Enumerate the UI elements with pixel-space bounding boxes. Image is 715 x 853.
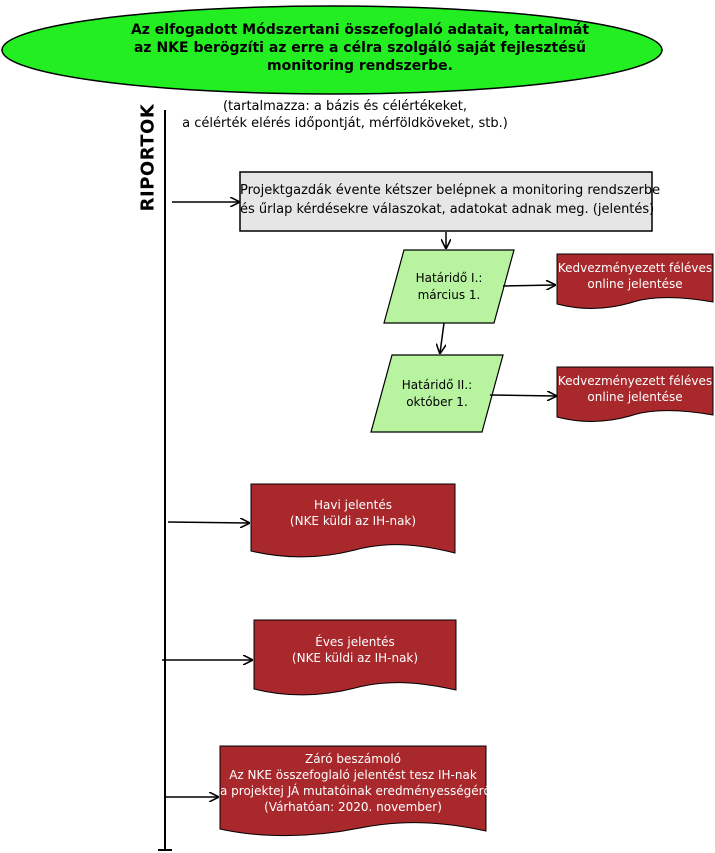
report-1-line-2: online jelentése [587, 277, 683, 291]
arrow-deadline1-to-report1 [502, 285, 555, 286]
annual-report-text: Éves jelentés (NKE küldi az IH-nak) [254, 634, 456, 666]
final-report-text: Záró beszámoló Az NKE összefoglaló jelen… [220, 751, 495, 815]
monthly-line-1: Havi jelentés [313, 498, 392, 512]
annual-line-1: Éves jelentés [315, 635, 395, 649]
process-box-text: Projektgazdák évente kétszer belépnek a … [240, 181, 661, 219]
final-line-2: Az NKE összefoglaló jelentést tesz IH-na… [229, 768, 477, 782]
header-text: Az elfogadott Módszertani összefoglaló a… [40, 21, 680, 75]
deadline-2-line-2: október 1. [406, 395, 468, 409]
final-line-3: a projektej JÁ mutatóinak eredményességé… [220, 784, 495, 798]
process-box [239, 171, 653, 232]
annual-line-2: (NKE küldi az IH-nak) [291, 651, 419, 665]
deadline-1-line-1: Határidő I.: [415, 271, 483, 285]
report-2-line-2: online jelentése [587, 390, 683, 404]
arrow-to-monthly [167, 522, 249, 523]
arrow-deadline1-to-deadline2 [440, 322, 444, 353]
note-line-1: (tartalmazza: a bázis és célértékeket, [222, 99, 468, 114]
deadline-1-text: Határidő I.: március 1. [379, 270, 519, 304]
deadline-2-shape [370, 354, 504, 433]
monthly-report-text: Havi jelentés (NKE küldi az IH-nak) [251, 497, 455, 529]
deadline-2-text: Határidő II.: október 1. [367, 377, 507, 411]
report-2-line-1: Kedvezményezett féléves [557, 374, 713, 388]
arrow-deadline2-to-report2 [489, 395, 556, 396]
monthly-line-2: (NKE küldi az IH-nak) [289, 514, 417, 528]
final-report-shape [219, 745, 487, 837]
header-line-2: az NKE berögzíti az erre a célra szolgál… [133, 40, 587, 56]
header-line-1: Az elfogadott Módszertani összefoglaló a… [130, 22, 590, 38]
report-1-line-1: Kedvezményezett féléves [557, 261, 713, 275]
header-ellipse [1, 5, 663, 95]
content-note: (tartalmazza: a bázis és célértékeket, a… [150, 98, 540, 132]
report-2-text: Kedvezményezett féléves online jelentése [557, 373, 713, 405]
process-line-2: és űrlap kérdésekre válaszokat, adatokat… [240, 202, 655, 217]
report-1-shape [556, 253, 714, 309]
deadline-1-line-2: március 1. [417, 288, 481, 302]
process-line-1: Projektgazdák évente kétszer belépnek a … [240, 183, 661, 198]
riportok-label: RIPORTOK [137, 103, 159, 212]
note-line-2: a célérték elérés időpontját, mérföldköv… [182, 116, 508, 131]
deadline-1-shape [383, 249, 515, 324]
deadline-2-line-1: Határidő II.: [401, 378, 473, 392]
header-line-3: monitoring rendszerbe. [267, 58, 453, 74]
final-line-1: Záró beszámoló [304, 752, 401, 766]
annual-report-shape [253, 619, 457, 696]
monthly-report-shape [250, 483, 456, 558]
final-line-4: (Várhatóan: 2020. november) [264, 800, 442, 814]
report-1-text: Kedvezményezett féléves online jelentése [557, 260, 713, 292]
report-2-shape [556, 366, 714, 422]
